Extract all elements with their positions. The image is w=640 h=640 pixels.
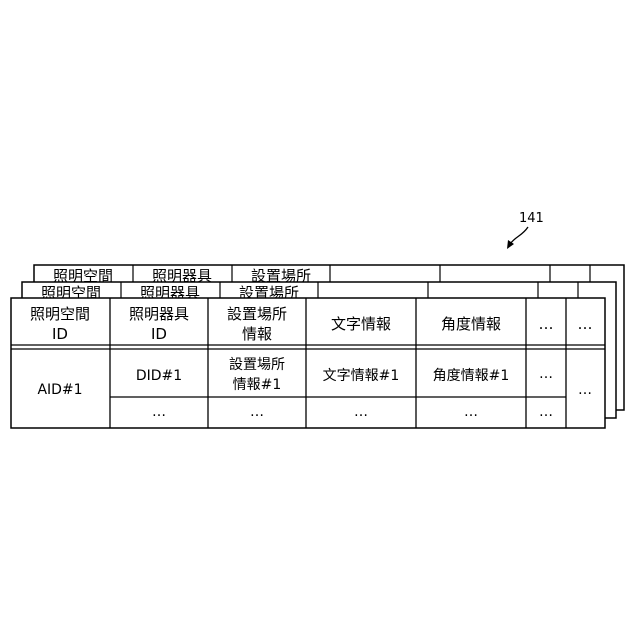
figure-reference-numeral: 141 — [519, 211, 544, 226]
continuation-fixture: … — [152, 404, 166, 420]
continuation-angle-info: … — [464, 404, 478, 420]
continuation-more: … — [539, 404, 553, 420]
front-table: 照明空間 ID 照明器具 ID 設置場所 情報 文字情報 角度情報 … … AI… — [11, 298, 605, 428]
continuation-location: … — [250, 404, 264, 420]
cell-more-side: … — [578, 382, 592, 398]
cell-space-id: AID#1 — [37, 382, 82, 398]
cell-more: … — [539, 366, 553, 382]
cell-fixture-id: DID#1 — [136, 368, 182, 384]
header-fixture-id-line2: ID — [151, 325, 167, 343]
header-fixture-id-line1: 照明器具 — [129, 305, 189, 323]
header-more-1: … — [539, 315, 554, 333]
header-more-2: … — [578, 315, 593, 333]
cell-location-line1: 設置場所 — [229, 357, 285, 373]
header-location-line2: 情報 — [242, 325, 272, 343]
header-location-line1: 設置場所 — [227, 305, 287, 323]
cell-text-info: 文字情報#1 — [323, 368, 400, 384]
cell-angle-info: 角度情報#1 — [433, 368, 510, 384]
header-space-id-line2: ID — [52, 325, 68, 343]
continuation-text-info: … — [354, 404, 368, 420]
header-text-info: 文字情報 — [331, 315, 391, 333]
reference-arrow-curve — [510, 227, 528, 244]
header-angle-info: 角度情報 — [441, 315, 501, 333]
cell-location-line2: 情報#1 — [233, 377, 282, 393]
header-space-id-line1: 照明空間 — [30, 305, 90, 323]
